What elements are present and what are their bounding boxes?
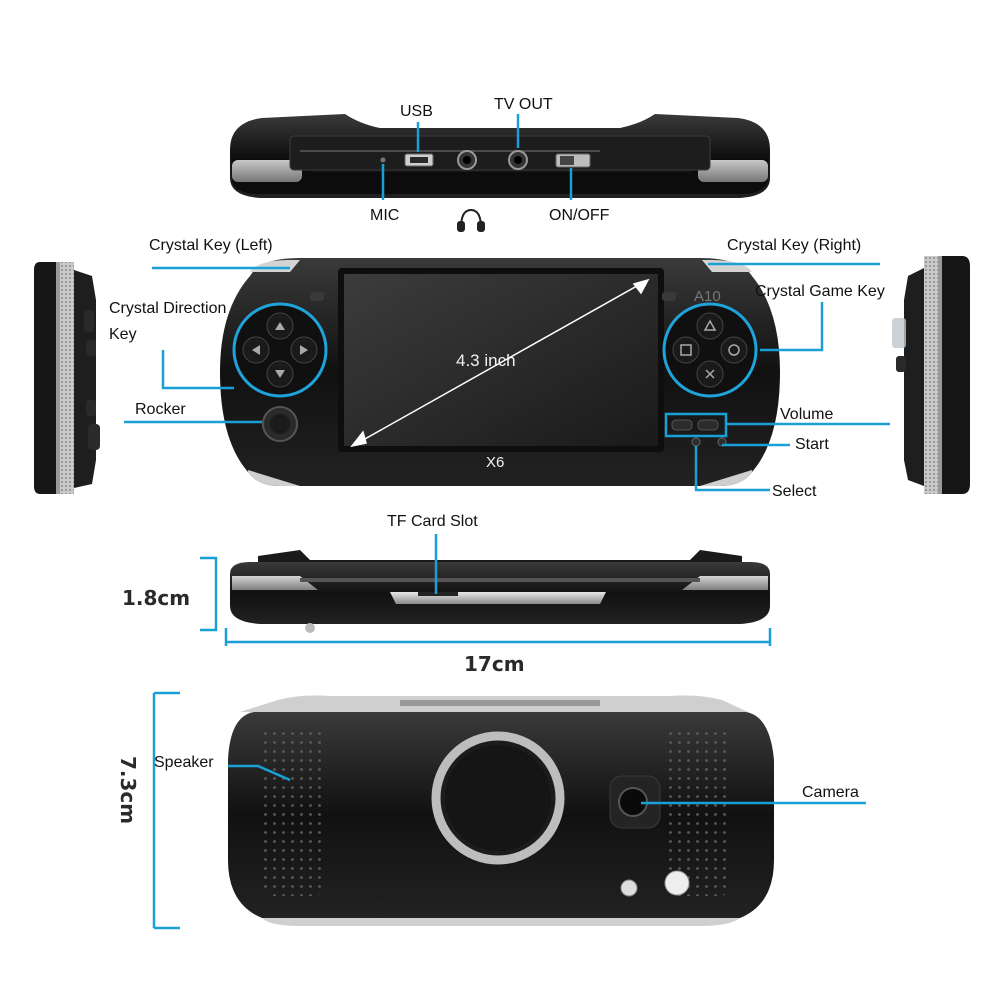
- back-view: [228, 695, 774, 926]
- model-badge: A10: [694, 288, 721, 305]
- diagonal-arrow: [350, 278, 650, 448]
- top-view: [230, 114, 770, 200]
- headphone-icon: [457, 208, 485, 232]
- length-dimension: 17cm: [464, 652, 525, 676]
- volume-label: Volume: [780, 406, 834, 423]
- start-label: Start: [795, 436, 829, 453]
- game-keys: [662, 302, 758, 398]
- crystal-key-left-label: Crystal Key (Left): [149, 237, 273, 254]
- crystal-key-right-label: Crystal Key (Right): [727, 237, 862, 254]
- direction-pad: [232, 302, 328, 398]
- crystal-game-key-label: Crystal Game Key: [755, 283, 885, 300]
- tv-out-label: TV OUT: [494, 96, 553, 113]
- mic-label: MIC: [370, 207, 400, 224]
- rocker-label: Rocker: [135, 401, 186, 418]
- left-side-view: [34, 262, 100, 494]
- thickness-dimension: 1.8cm: [122, 586, 191, 610]
- right-side-view: [892, 256, 970, 494]
- camera-label: Camera: [802, 784, 859, 801]
- usb-label: USB: [400, 103, 433, 120]
- screen: [344, 274, 658, 446]
- bottom-view: [230, 550, 770, 633]
- screen-size-label: 4.3 inch: [456, 351, 516, 370]
- speaker-grille: [262, 728, 324, 896]
- bottom-callouts: [200, 534, 772, 646]
- select-label: Select: [772, 483, 817, 500]
- on-off-label: ON/OFF: [549, 207, 610, 224]
- height-dimension: 7.3cm: [116, 756, 140, 825]
- model-name-label: X6: [486, 454, 505, 471]
- front-callouts: [124, 262, 890, 492]
- crystal-direction-key-label: Crystal Direction Key: [109, 300, 227, 343]
- speaker-label: Speaker: [154, 754, 214, 771]
- tf-card-slot-label: TF Card Slot: [387, 513, 478, 530]
- mic-hole: [380, 157, 386, 163]
- back-callouts: [152, 691, 866, 930]
